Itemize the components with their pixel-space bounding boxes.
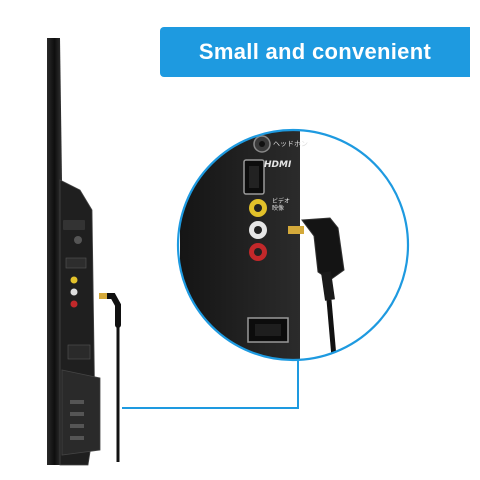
angled-connector <box>301 217 345 281</box>
zoom-cable <box>326 299 339 360</box>
zoom-circle <box>176 128 410 362</box>
headline-text: Small and convenient <box>198 39 432 64</box>
headline-banner: Small and convenient <box>160 27 470 77</box>
hdmi-label: HDMI <box>264 160 292 170</box>
headphone-label: ヘッドホン <box>273 140 308 148</box>
video-label: ビデオ 映像 <box>272 198 291 212</box>
tv-bezel <box>47 38 62 465</box>
small-cable-connector <box>99 293 121 328</box>
gold-plug <box>288 226 304 234</box>
callout-line <box>122 355 299 409</box>
zoom-content <box>178 130 408 360</box>
